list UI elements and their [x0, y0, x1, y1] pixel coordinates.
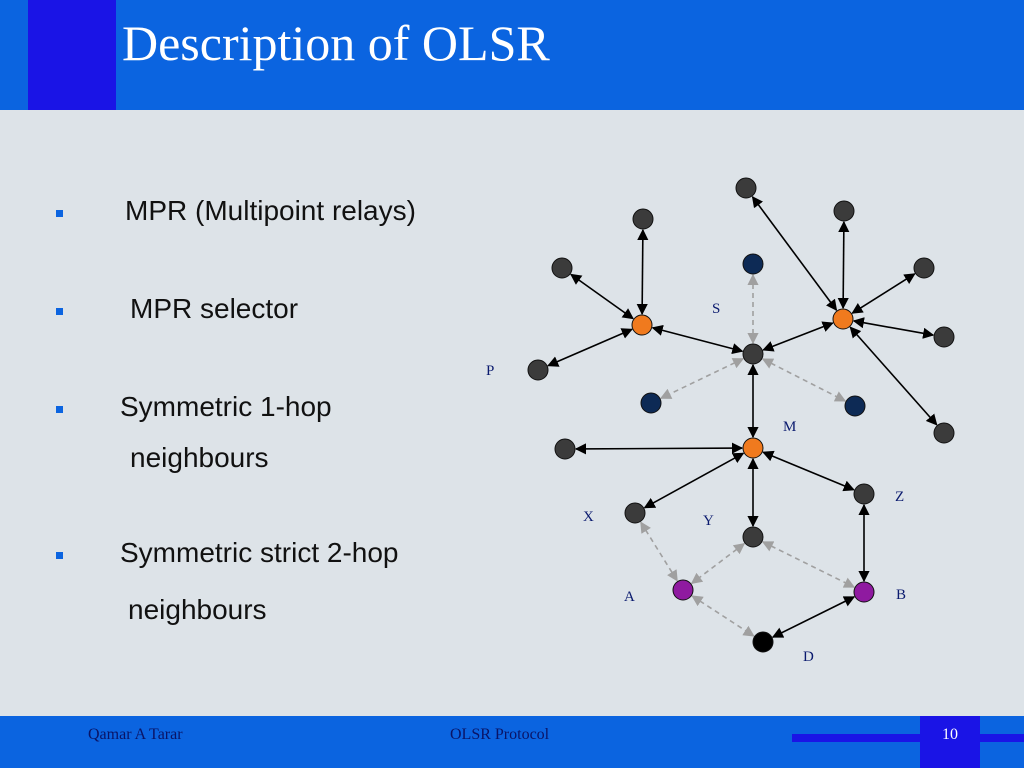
node-b1 — [640, 392, 662, 414]
bullet-square-icon — [56, 552, 63, 559]
bullet-mpr: MPR (Multipoint relays) — [125, 195, 416, 226]
link-M-p8 — [574, 442, 744, 455]
label-s: S — [712, 301, 720, 317]
footer-author: Qamar A Tarar — [88, 726, 183, 743]
node-D — [752, 631, 774, 653]
label-m: M — [783, 419, 796, 435]
node-p5 — [913, 257, 935, 279]
link-C-b2 — [761, 358, 847, 402]
label-d: D — [803, 649, 814, 665]
link-R-C — [762, 321, 834, 352]
label-z: Z — [895, 489, 904, 505]
bullet-square-icon — [56, 406, 63, 413]
footer-title: OLSR Protocol — [450, 726, 550, 743]
node-p3 — [833, 200, 855, 222]
node-p8 — [554, 438, 576, 460]
link-X-A — [640, 521, 678, 582]
bullet-square-icon — [56, 308, 63, 315]
link-L-p2 — [636, 228, 649, 316]
footer-accent-bar — [792, 734, 920, 742]
footer-accent-bar-right — [980, 734, 1024, 742]
link-C-b1 — [659, 358, 745, 399]
node-p7 — [933, 422, 955, 444]
node-L — [631, 314, 653, 336]
bullet-one-hop-line1: Symmetric 1-hop — [120, 391, 332, 422]
link-D-B — [771, 596, 856, 638]
node-Z — [853, 483, 875, 505]
label-x: X — [583, 509, 594, 525]
node-S — [742, 253, 764, 275]
link-R-p3 — [837, 220, 850, 310]
link-M-X — [643, 452, 745, 509]
link-R-p5 — [851, 273, 916, 314]
slide-title: Description of OLSR — [122, 15, 550, 71]
bullet-mpr-selector: MPR selector — [130, 293, 299, 324]
node-p4 — [551, 257, 573, 279]
link-A-D — [691, 595, 755, 637]
node-Y — [742, 526, 764, 548]
page-number: 10 — [942, 726, 958, 743]
bullet-two-hop-line1: Symmetric strict 2-hop — [120, 537, 399, 568]
link-L-C — [651, 324, 744, 355]
label-p: P — [486, 363, 494, 379]
link-Y-A — [690, 542, 746, 585]
label-y: Y — [703, 513, 714, 529]
node-C — [742, 343, 764, 365]
node-P — [527, 359, 549, 381]
bullet-two-hop-line2: neighbours — [128, 594, 267, 625]
diagram-nodes — [527, 177, 955, 653]
link-R-p6 — [852, 317, 935, 339]
node-p1 — [735, 177, 757, 199]
page-number-box — [920, 716, 980, 768]
node-X — [624, 502, 646, 524]
link-M-Z — [762, 450, 855, 492]
link-R-p1 — [751, 195, 838, 312]
label-b: B — [896, 587, 906, 603]
diagram-links — [547, 195, 938, 638]
node-B — [853, 581, 875, 603]
node-M — [742, 437, 764, 459]
node-p6 — [933, 326, 955, 348]
link-Y-B — [761, 541, 856, 588]
slide-header — [0, 0, 1024, 110]
node-A — [672, 579, 694, 601]
diagram-labels: S P M X Y Z A B D — [486, 301, 906, 665]
label-a: A — [624, 589, 635, 605]
node-R — [832, 308, 854, 330]
slide-footer — [0, 716, 1024, 768]
link-R-p7 — [849, 326, 938, 426]
link-L-p4 — [570, 273, 634, 320]
link-L-P — [547, 328, 633, 367]
bullet-square-icon — [56, 210, 63, 217]
node-b2 — [844, 395, 866, 417]
header-accent-block — [28, 0, 116, 110]
bullet-one-hop-line2: neighbours — [130, 442, 269, 473]
node-p2 — [632, 208, 654, 230]
